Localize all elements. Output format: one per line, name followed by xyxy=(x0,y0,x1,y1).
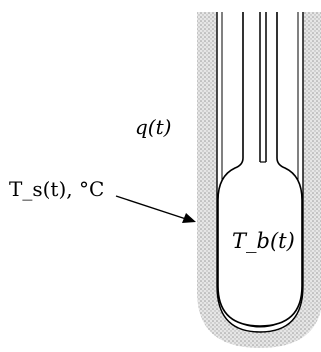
surface-temperature-label: T_s(t), °C xyxy=(9,177,104,201)
heat-flow-label: q(t) xyxy=(135,115,171,139)
surface-arrowhead xyxy=(182,213,196,223)
bulb-outline xyxy=(217,12,303,327)
bulb-temperature-label: T_b(t) xyxy=(232,229,295,253)
sheath-inner-boundary xyxy=(216,12,304,333)
outer-sheath xyxy=(197,12,321,348)
surface-temp-text: T_s(t), °C xyxy=(9,177,104,201)
surface-arrow xyxy=(115,195,187,220)
